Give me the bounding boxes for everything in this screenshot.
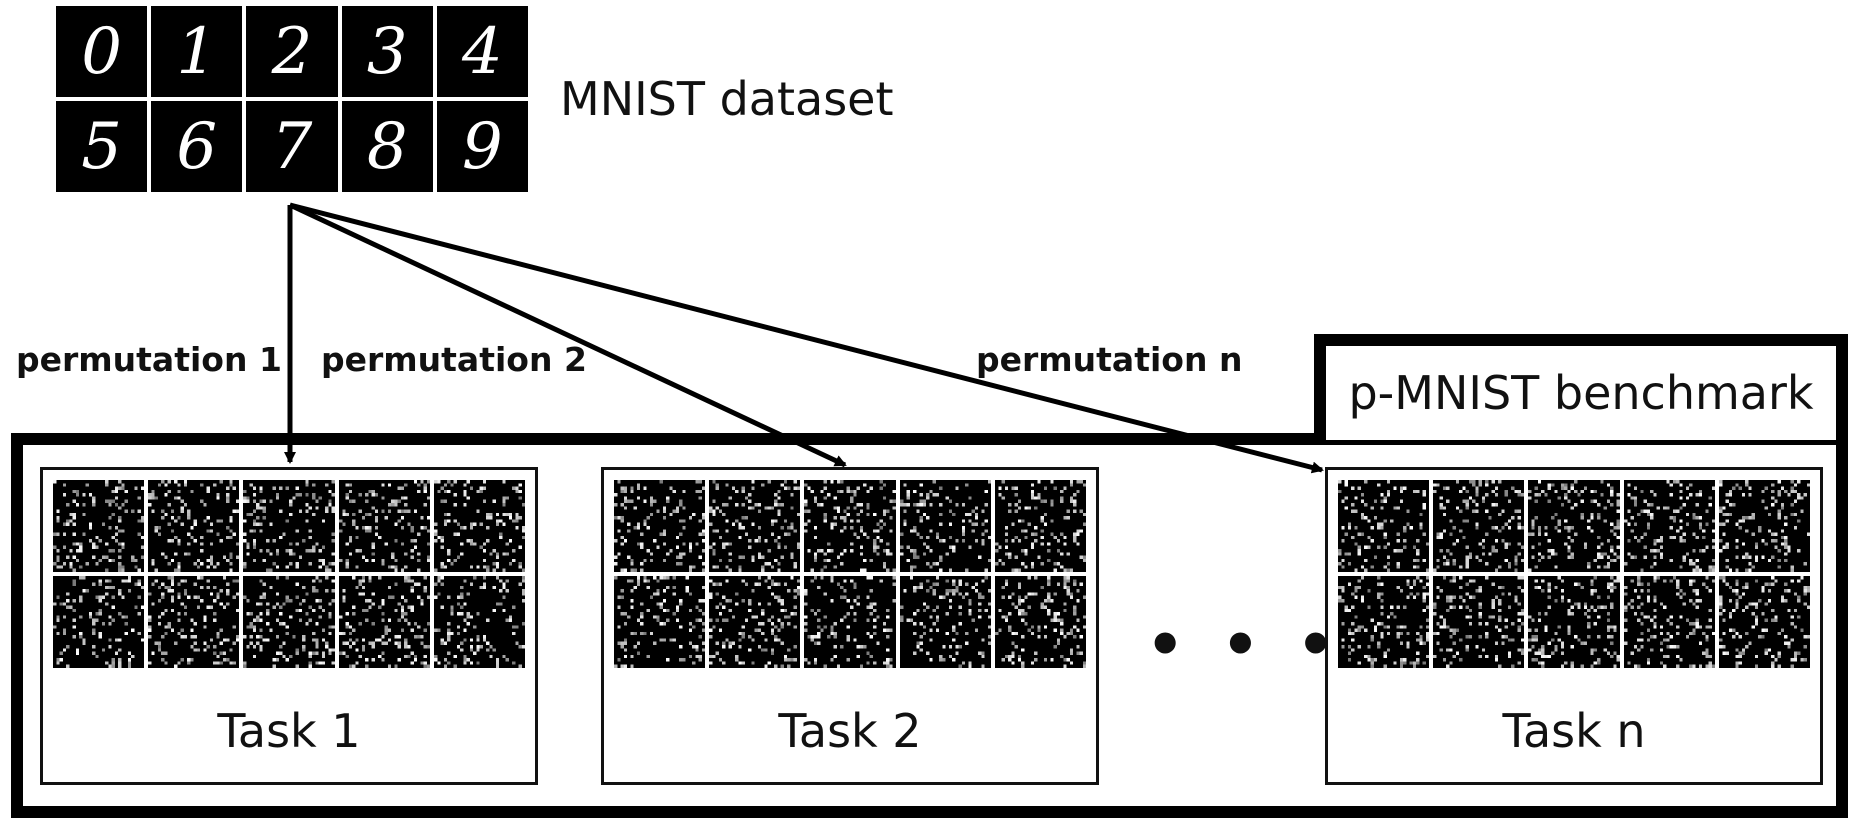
task-1-label: Task 1	[217, 704, 361, 758]
benchmark-frame	[11, 433, 1848, 818]
digit-5: 5	[81, 109, 122, 184]
permuted-image-5	[1718, 480, 1810, 572]
digit-cell-4: 4	[436, 6, 528, 97]
arrow-permutation-2	[288, 202, 847, 468]
task-2-box: Task 2	[601, 467, 1099, 785]
digit-8: 8	[366, 109, 408, 184]
permuted-image-10	[1718, 576, 1810, 668]
digit-7: 7	[271, 109, 313, 184]
digit-cell-0: 0	[56, 6, 148, 97]
permuted-image-2	[148, 480, 240, 572]
permutation-2-label: permutation 2	[321, 340, 587, 379]
digit-1: 1	[176, 14, 218, 89]
dataset-label: MNIST dataset	[560, 72, 894, 126]
digit-cell-8: 8	[341, 101, 433, 192]
permuted-image-1	[614, 480, 706, 572]
task-2-permuted-grid	[614, 480, 1086, 668]
permutation-n-label: permutation n	[976, 340, 1243, 379]
permuted-image-1	[1338, 480, 1430, 572]
permuted-image-5	[433, 480, 525, 572]
permuted-image-2	[709, 480, 801, 572]
permuted-image-8	[243, 576, 335, 668]
permuted-image-5	[994, 480, 1086, 572]
digit-9: 9	[462, 109, 503, 184]
digit-2: 2	[271, 14, 313, 89]
permuted-image-7	[709, 576, 801, 668]
ellipsis: • • •	[1146, 610, 1343, 680]
permuted-image-10	[433, 576, 525, 668]
permuted-image-7	[148, 576, 240, 668]
task-n-permuted-grid	[1338, 480, 1810, 668]
permuted-image-3	[1528, 480, 1620, 572]
permuted-image-4	[899, 480, 991, 572]
permuted-image-6	[614, 576, 706, 668]
arrow-permutation-n	[289, 202, 1324, 474]
permuted-image-7	[1433, 576, 1525, 668]
permuted-image-9	[899, 576, 991, 668]
digit-cell-7: 7	[246, 101, 338, 192]
permuted-image-4	[1623, 480, 1715, 572]
permuted-image-10	[994, 576, 1086, 668]
permuted-image-8	[804, 576, 896, 668]
digit-cell-3: 3	[341, 6, 433, 97]
permuted-image-2	[1433, 480, 1525, 572]
permuted-image-9	[338, 576, 430, 668]
digit-cell-1: 1	[151, 6, 243, 97]
benchmark-tab: p-MNIST benchmark	[1314, 334, 1848, 440]
task-n-label: Task n	[1502, 704, 1646, 758]
benchmark-label: p-MNIST benchmark	[1348, 366, 1814, 420]
permuted-image-4	[338, 480, 430, 572]
permuted-image-3	[804, 480, 896, 572]
task-2-label: Task 2	[778, 704, 922, 758]
digit-4: 4	[462, 14, 503, 89]
digit-6: 6	[176, 109, 218, 184]
digit-3: 3	[366, 14, 408, 89]
task-n-box: Task n	[1325, 467, 1823, 785]
digit-cell-2: 2	[246, 6, 338, 97]
mnist-sample-grid: 0 1 2 3 4 5 6 7 8 9	[56, 6, 528, 192]
digit-cell-9: 9	[436, 101, 528, 192]
digit-cell-6: 6	[151, 101, 243, 192]
permuted-image-8	[1528, 576, 1620, 668]
digit-0: 0	[81, 14, 122, 89]
permuted-image-6	[1338, 576, 1430, 668]
task-1-permuted-grid	[53, 480, 525, 668]
task-1-box: Task 1	[40, 467, 538, 785]
permuted-image-3	[243, 480, 335, 572]
digit-cell-5: 5	[56, 101, 148, 192]
permuted-image-6	[53, 576, 145, 668]
permuted-image-9	[1623, 576, 1715, 668]
permuted-image-1	[53, 480, 145, 572]
permutation-1-label: permutation 1	[16, 340, 282, 379]
